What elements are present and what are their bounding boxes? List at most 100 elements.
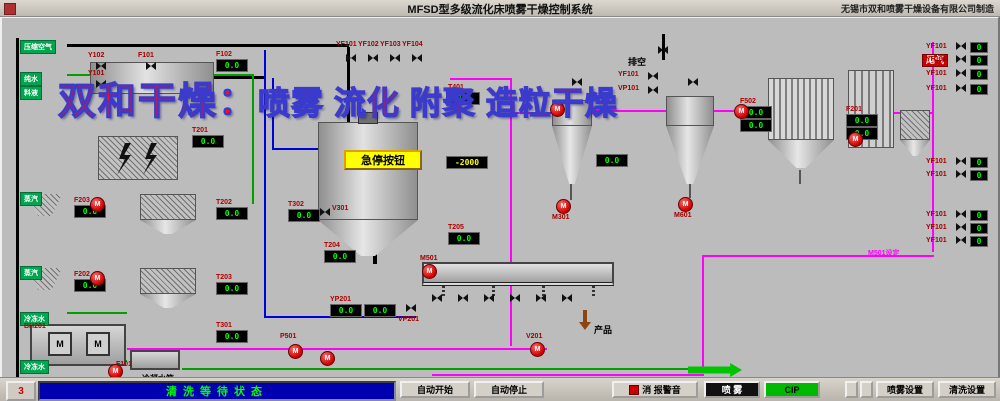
product-arrow xyxy=(579,322,591,330)
tag-label: YF102 xyxy=(358,41,379,48)
pipe-segment xyxy=(510,78,512,346)
source-label: 冷冻水 xyxy=(20,312,49,326)
display-label: YP201 xyxy=(330,296,352,303)
valve-icon[interactable] xyxy=(956,223,966,231)
pump-icon[interactable]: M xyxy=(848,132,863,147)
valve-icon[interactable] xyxy=(146,62,156,70)
source-label: 压缩空气 xyxy=(20,40,56,54)
pipe-segment xyxy=(689,184,691,198)
auto-start-button[interactable]: 自动开始 xyxy=(400,381,470,398)
valve-icon[interactable] xyxy=(956,84,966,92)
display-label: T202 xyxy=(216,199,232,206)
pump-icon[interactable]: M xyxy=(530,342,545,357)
valve-icon[interactable] xyxy=(368,54,378,62)
valve-icon[interactable] xyxy=(96,62,106,70)
lightning-icon xyxy=(117,143,157,175)
value-display: 0 xyxy=(970,210,988,221)
tag-label: YF101 xyxy=(926,70,947,77)
valve-icon[interactable] xyxy=(562,294,572,302)
tag-label: P501 xyxy=(280,333,297,340)
valve-icon[interactable] xyxy=(510,294,520,302)
valve-icon[interactable] xyxy=(406,304,416,312)
valve-icon[interactable] xyxy=(648,72,658,80)
pipe-segment xyxy=(182,368,688,370)
valve-icon[interactable] xyxy=(432,294,442,302)
tag-label: M501 xyxy=(420,255,438,262)
valve-icon[interactable] xyxy=(956,170,966,178)
cyclone-2-body xyxy=(666,96,714,126)
display-label: T205 xyxy=(448,224,464,231)
valve-icon[interactable] xyxy=(956,69,966,77)
pump-icon[interactable]: M xyxy=(422,264,437,279)
valve-icon[interactable] xyxy=(96,80,106,88)
pump-icon[interactable]: M xyxy=(320,351,335,366)
spray-settings-button[interactable]: 喷雾设置 xyxy=(876,381,934,398)
display-value: 0 xyxy=(970,170,988,181)
valve-icon[interactable] xyxy=(390,54,400,62)
bag-filter-cone xyxy=(768,140,834,168)
pipe-segment xyxy=(252,74,254,204)
cip-button[interactable]: CIP xyxy=(764,381,820,398)
value-display: 0 xyxy=(970,157,988,168)
mute-alarm-button[interactable]: 消 报警音 xyxy=(612,381,698,398)
exhaust-filter xyxy=(900,110,930,140)
mini-button-1[interactable] xyxy=(845,381,858,398)
pump-icon[interactable]: M xyxy=(288,344,303,359)
tag-label: M501设定 xyxy=(868,250,900,257)
auto-stop-button[interactable]: 自动停止 xyxy=(474,381,544,398)
display-value: 0.0 xyxy=(740,119,772,132)
valve-icon[interactable] xyxy=(346,54,356,62)
valve-icon[interactable] xyxy=(484,294,494,302)
tag-label: Y101 xyxy=(88,70,105,77)
pump-icon[interactable]: M xyxy=(90,197,105,212)
valve-icon[interactable] xyxy=(658,46,668,54)
pump-icon[interactable]: M xyxy=(734,104,749,119)
valve-icon[interactable] xyxy=(956,236,966,244)
display-value: 0 xyxy=(970,210,988,221)
valve-icon[interactable] xyxy=(648,86,658,94)
tag-label: 排空 xyxy=(628,57,647,67)
pump-icon[interactable]: M xyxy=(550,102,565,117)
pipe-segment xyxy=(67,44,349,47)
value-display: 0 xyxy=(970,55,988,66)
tag-label: YF101 xyxy=(618,71,639,78)
tag-label: M601 xyxy=(674,212,692,219)
display-label: F201 xyxy=(846,106,862,113)
pipe-segment xyxy=(272,148,318,150)
valve-icon[interactable] xyxy=(320,208,330,216)
valve-icon[interactable] xyxy=(956,42,966,50)
page-title: MFSD型多级流化床喷雾干燥控制系统 xyxy=(407,4,593,16)
wash-settings-button[interactable]: 清洗设置 xyxy=(938,381,996,398)
valve-icon[interactable] xyxy=(458,294,468,302)
valve-icon[interactable] xyxy=(688,78,698,86)
tag-label: VP201 xyxy=(398,316,420,323)
valve-icon[interactable] xyxy=(956,55,966,63)
valve-icon[interactable] xyxy=(956,157,966,165)
value-display: 0 xyxy=(970,42,988,53)
valve-icon[interactable] xyxy=(956,210,966,218)
pipe-segment xyxy=(702,255,934,257)
tag-label: YF101 xyxy=(336,41,357,48)
mini-button-2[interactable] xyxy=(860,381,873,398)
display-value: 0 xyxy=(970,55,988,66)
pump-icon[interactable]: M xyxy=(90,271,105,286)
pump-icon[interactable]: M xyxy=(678,197,693,212)
emergency-stop-button[interactable]: 急停按钮 xyxy=(344,150,422,170)
valve-icon[interactable] xyxy=(536,294,546,302)
pipe-segment xyxy=(347,47,350,123)
display-value: 0.0 xyxy=(364,304,396,317)
display-label: F502 xyxy=(740,98,756,105)
fluid-bed-spring xyxy=(442,286,445,298)
valve-icon[interactable] xyxy=(412,54,422,62)
pump-icon[interactable]: M xyxy=(556,199,571,214)
water-tank xyxy=(30,324,126,366)
steam-heater-2 xyxy=(140,268,196,294)
fluid-bed xyxy=(422,262,614,286)
valve-icon[interactable] xyxy=(572,78,582,86)
spray-button[interactable]: 喷 雾 xyxy=(704,381,760,398)
tag-label: 产品 xyxy=(594,325,613,335)
